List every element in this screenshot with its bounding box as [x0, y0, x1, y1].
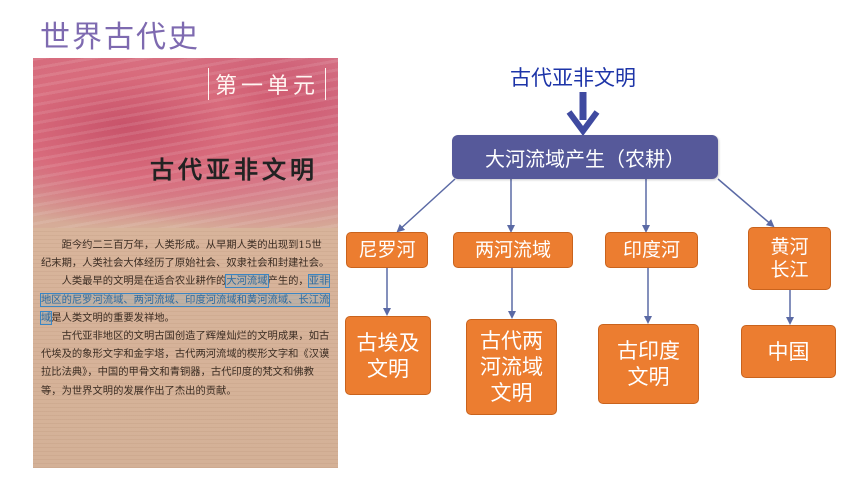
- unit-label: 第一单元: [207, 68, 326, 100]
- root-node-river-valley: 大河流域产生（农耕）: [452, 135, 718, 179]
- textbook-page-image: 第一单元 古代亚非文明 距今约二三百万年，人类形成。从早期人类的出现到15世纪末…: [33, 58, 338, 468]
- textbook-text-area: [33, 228, 338, 468]
- node-ancient-egypt: 古埃及 文明: [345, 316, 431, 395]
- paragraph-2: 人类最早的文明是在适合农业耕作的大河流域产生的，亚非地区的尼罗河流域、两河流域、…: [39, 272, 331, 327]
- node-yellow-yangtze: 黄河 长江: [748, 227, 831, 290]
- textbook-heading: 古代亚非文明: [150, 155, 318, 184]
- page-title: 世界古代史: [40, 20, 200, 55]
- paragraph-1: 距今约二三百万年，人类形成。从早期人类的出现到15世纪末期，人类社会大体经历了原…: [41, 239, 330, 270]
- diagram-title: 古代亚非文明: [510, 66, 636, 90]
- node-china: 中国: [741, 325, 836, 378]
- paragraph-2-part-c: 是人类文明的重要发祥地。: [51, 311, 175, 324]
- node-indus: 印度河: [605, 232, 698, 268]
- textbook-cover-banner: [33, 58, 338, 228]
- node-nile: 尼罗河: [346, 232, 428, 268]
- title-down-arrowhead: [566, 110, 600, 137]
- paragraph-2-part-b: 产生的，: [267, 275, 309, 288]
- textbook-body: 距今约二三百万年，人类形成。从早期人类的出现到15世纪末期，人类社会大体经历了原…: [39, 236, 331, 400]
- arrow-root-to-nile: [396, 178, 456, 233]
- node-mesopotamia: 两河流域: [453, 232, 573, 268]
- node-mesopotamian-civilization: 古代两 河流域 文明: [466, 319, 557, 415]
- paragraph-3: 古代亚非地区的文明古国创造了辉煌灿烂的文明成果，如古代埃及的象形文字和金字塔，古…: [41, 330, 330, 397]
- highlight-river-valley: 大河流域: [225, 274, 269, 289]
- paragraph-2-part-a: 人类最早的文明是在适合农业耕作的: [61, 275, 227, 288]
- node-ancient-india: 古印度 文明: [598, 324, 699, 404]
- arrow-root-to-yellow-yangtze: [717, 178, 775, 228]
